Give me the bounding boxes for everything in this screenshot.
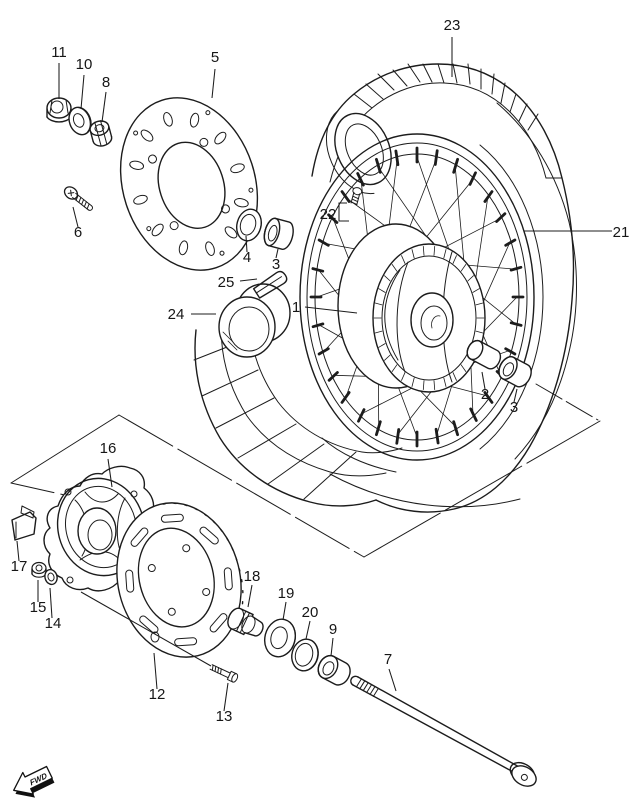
- callout-5: 5: [211, 49, 219, 66]
- part-nut-15: [31, 561, 47, 578]
- callout-20: 20: [302, 604, 319, 621]
- callout-4: 4: [243, 249, 251, 266]
- callout-22: 22: [320, 206, 337, 223]
- callout-12: 12: [149, 686, 166, 703]
- tire-tread-top: [353, 63, 563, 179]
- callout-24: 24: [168, 306, 185, 323]
- callout-7: 7: [384, 651, 392, 668]
- callout-10: 10: [76, 56, 93, 73]
- part-spacer-18: [227, 607, 264, 637]
- part-bolt-6: [63, 186, 94, 211]
- part-bolt-13: [208, 661, 239, 683]
- callout-8: 8: [102, 74, 110, 91]
- callout-19: 19: [278, 585, 295, 602]
- part-adjuster-nut: [89, 120, 113, 147]
- part-spacer-2: [466, 339, 502, 370]
- callout-14: 14: [45, 615, 62, 632]
- callout-23: 23: [444, 17, 461, 34]
- callout-13: 13: [216, 708, 233, 725]
- callout-9: 9: [329, 621, 337, 638]
- fwd-direction-arrow: FWD: [13, 765, 55, 798]
- part-hub: [337, 223, 486, 393]
- callout-25: 25: [218, 274, 235, 291]
- part-brake-disc: [119, 97, 259, 271]
- callout-3-right: 3: [510, 399, 518, 416]
- part-spoke-nipple-22: [350, 187, 363, 206]
- part-drive-plate: [116, 502, 244, 658]
- callout-2: 2: [481, 386, 489, 403]
- part-axle: [350, 675, 537, 787]
- callout-21: 21: [613, 224, 630, 241]
- part-tube: [218, 283, 291, 358]
- callout-6: 6: [74, 224, 82, 241]
- leader-lines: [16, 37, 612, 712]
- spoke-nipples: [309, 146, 525, 448]
- part-washer-14: [44, 568, 58, 586]
- callout-16: 16: [100, 440, 117, 457]
- callout-15: 15: [30, 599, 47, 616]
- part-bearing-3-right: [498, 356, 532, 388]
- callout-labels: 1 2 3 3 4 5 6 7 8 9 10 11 12 13 14 15 16…: [11, 17, 630, 725]
- callout-1: 1: [292, 299, 300, 316]
- part-damper-17: [11, 505, 37, 541]
- part-seal-20: [291, 638, 319, 672]
- callout-11: 11: [51, 44, 67, 61]
- callout-18: 18: [244, 568, 261, 585]
- part-seal-4: [235, 208, 263, 242]
- callout-17: 17: [11, 558, 28, 575]
- part-bearing-3-left: [263, 217, 294, 250]
- callout-3-left: 3: [272, 256, 280, 273]
- part-spacer-9: [317, 654, 351, 686]
- part-axle-nut: [46, 97, 72, 123]
- part-bearing-19: [263, 618, 297, 658]
